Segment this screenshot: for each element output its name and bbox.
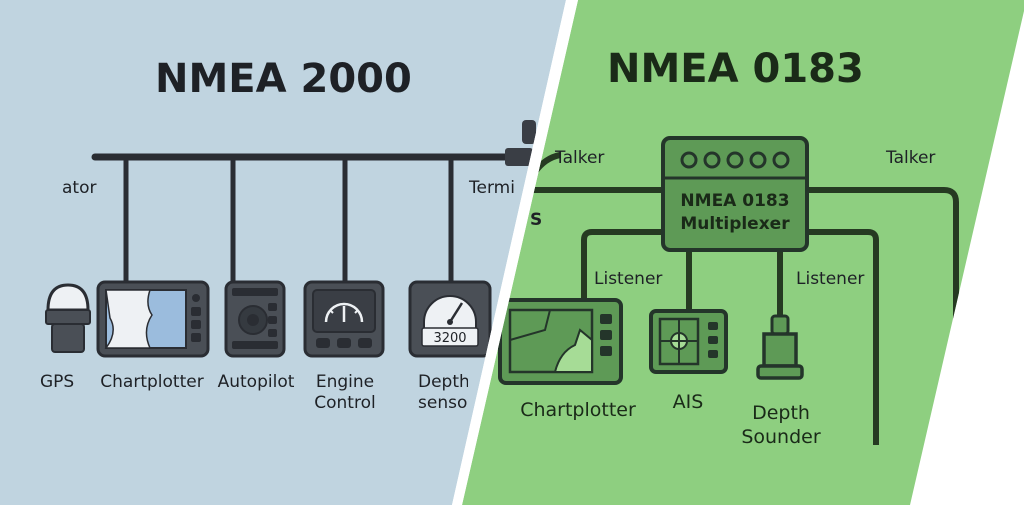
device-label-ais: AIS [672, 391, 704, 413]
device-label-autopilot: Autopilot [217, 372, 295, 392]
nmea2000-title: NMEA 2000 [155, 56, 412, 102]
gps-antenna-icon [45, 283, 91, 353]
autopilot-icon [224, 280, 286, 358]
device-label-chartplotter: Chartplotter [100, 372, 204, 392]
partial-label: ator [62, 178, 97, 198]
ais-icon [649, 309, 728, 374]
depth-readout: 3200 [433, 331, 466, 346]
multiplexer-label: NMEA 0183 Multiplexer [680, 191, 790, 234]
device-label-engine-control: Engine Control [314, 372, 376, 413]
nmea0183-network [498, 136, 959, 445]
terminator-icon [505, 120, 536, 166]
terminator-label: Termi [469, 178, 515, 198]
talker-right-label: Talker [886, 148, 936, 168]
depth-sounder-icon [756, 314, 804, 380]
multiplexer-icon [661, 136, 809, 252]
nmea0183-title: NMEA 0183 [607, 46, 864, 92]
talker-left-label: Talker [555, 148, 605, 168]
chartplotter-icon [498, 298, 623, 385]
device-label-depth-sensor: Depth senso [418, 372, 468, 413]
listener-right-label: Listener [796, 269, 865, 289]
device-label-depth-sounder: Depth Sounder [741, 402, 821, 448]
partial-right-label: S [530, 210, 543, 230]
nmea2000-panel [0, 0, 566, 505]
drop-cables [123, 157, 454, 283]
listener-left-label: Listener [594, 269, 663, 289]
device-label-chartplotter-0183: Chartplotter [520, 399, 636, 421]
device-label-gps: GPS [40, 372, 75, 392]
chartplotter-icon [96, 280, 210, 358]
engine-control-icon [303, 280, 385, 358]
nmea2000-network: 3200 [45, 120, 536, 358]
depth-sensor-icon: 3200 [408, 280, 492, 358]
panel-divider [452, 0, 578, 505]
